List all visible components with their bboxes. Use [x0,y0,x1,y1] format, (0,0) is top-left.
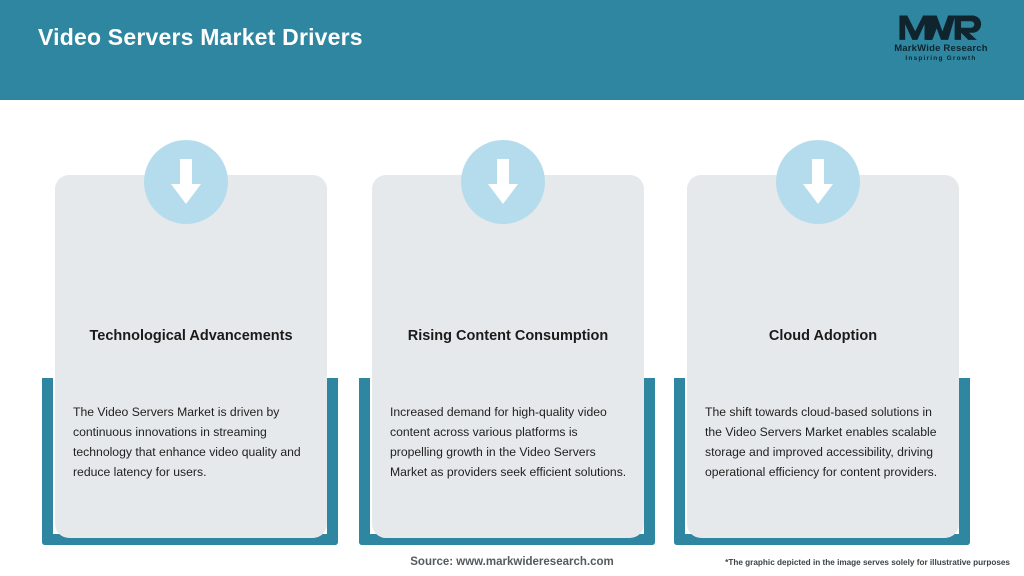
page-header: Video Servers Market Drivers MarkWide Re… [0,0,1024,100]
card-title: Rising Content Consumption [407,328,609,344]
card-body-text: The shift towards cloud-based solutions … [705,405,938,479]
card-body-text: The Video Servers Market is driven by co… [73,405,301,479]
down-arrow-icon [803,159,833,204]
card-frame-accent [42,378,338,545]
down-arrow-icon [488,159,518,204]
card-icon-badge [461,140,545,224]
card-title: Cloud Adoption [768,328,878,344]
card-panel: Cloud Adoption The shift towards cloud-b… [687,175,959,538]
page-title: Video Servers Market Drivers [38,24,363,50]
markwide-research-logo: MarkWide Research Inspiring Growth [882,12,1000,70]
card-body-text: Increased demand for high-quality video … [390,405,627,479]
driver-card-0[interactable]: Technological Advancements The Video Ser… [28,100,344,546]
mwr-logo-icon [899,15,982,40]
card-icon-badge [776,140,860,224]
source-label: Source: www.markwideresearch.com [410,556,614,568]
down-arrow-icon [171,159,201,204]
card-title: Technological Advancements [89,328,293,344]
disclaimer-note: *The graphic depicted in the image serve… [725,558,1010,567]
logo-company-name: MarkWide Research [894,43,988,54]
driver-card-2[interactable]: Cloud Adoption The shift towards cloud-b… [660,100,976,546]
card-frame-accent [359,378,655,545]
driver-card-1[interactable]: Rising Content Consumption Increased dem… [345,100,661,546]
card-icon-badge [144,140,228,224]
logo-tagline: Inspiring Growth [905,55,977,62]
drivers-card-row: Technological Advancements The Video Ser… [0,100,1024,545]
card-panel: Technological Advancements The Video Ser… [55,175,327,538]
card-panel: Rising Content Consumption Increased dem… [372,175,644,538]
card-frame-accent [674,378,970,545]
